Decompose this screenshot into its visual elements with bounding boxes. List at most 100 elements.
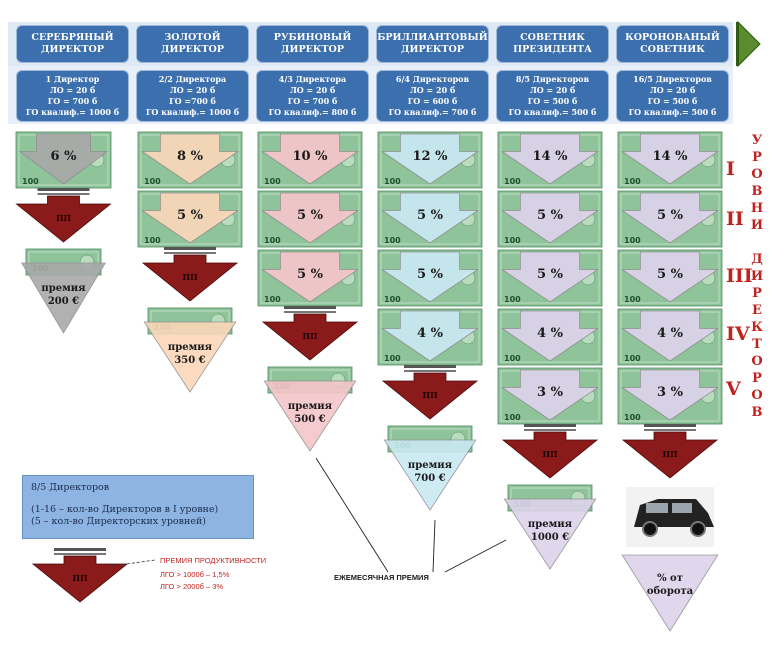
productivity-line-2: ЛГО > 2000б – 3% [160, 582, 224, 591]
banknote-value: 100 [264, 177, 281, 186]
premium-label: % от [657, 573, 683, 584]
level-info-line: 4/3 Директора [278, 74, 347, 84]
level-percent: 5 % [537, 267, 564, 282]
callout-line [444, 539, 507, 573]
banknote-value: 100 [144, 177, 161, 186]
percent-arrow [620, 192, 720, 244]
level-info-line: ЛО = 20 б [289, 85, 336, 95]
roman-level-1: I [726, 158, 735, 180]
level-percent: 4 % [657, 326, 684, 341]
legend-title: 8/5 Директоров [31, 482, 110, 493]
banknote-value: 100 [144, 236, 161, 245]
level-percent: 5 % [417, 208, 444, 223]
level-title-6: КОРОНОВАНЫЙ СОВЕТНИК [616, 25, 729, 63]
level-info-line: 16/5 Директоров [633, 74, 712, 84]
pp-label: ПП [72, 573, 88, 583]
percent-arrow [500, 369, 600, 421]
percent-arrow [620, 251, 720, 303]
percent-arrow [380, 251, 480, 303]
level-info-line: ГО квалиф.= 700 б [388, 107, 477, 117]
level-percent: 14 % [533, 149, 569, 164]
level-info-line: ГО = 700 б [47, 96, 98, 106]
level-percent: 12 % [413, 149, 449, 164]
level-title-1: СЕРЕБРЯНЫЙ ДИРЕКТОР [16, 25, 129, 63]
callout-line [432, 519, 436, 573]
level-info-line: ГО квалиф.= 1000 б [25, 107, 120, 117]
level-info-line: ГО квалиф.= 500 б [508, 107, 597, 117]
level-title-3: РУБИНОВЫЙ ДИРЕКТОР [256, 25, 369, 63]
level-info-line: ГО = 600 б [407, 96, 458, 106]
banknote-value: 100 [384, 236, 401, 245]
level-percent: 8 % [177, 149, 204, 164]
callout-line [315, 457, 389, 573]
premium-label: премия [41, 283, 86, 294]
premium-arrow [143, 321, 237, 393]
premium-label: премия [528, 519, 573, 530]
roman-level-2: II [726, 208, 744, 230]
premium-arrow [20, 262, 107, 334]
percent-arrow [18, 133, 109, 185]
level-percent: 4 % [417, 326, 444, 341]
level-percent: 5 % [657, 208, 684, 223]
level-info-line: ЛО = 20 б [169, 85, 216, 95]
pp-arrow: ПП [621, 424, 719, 479]
percent-arrow [380, 192, 480, 244]
premium-arrow [263, 380, 357, 452]
level-info-line: ЛО = 20 б [529, 85, 576, 95]
premium-amount: 200 € [48, 296, 79, 307]
banknote-value: 100 [504, 413, 521, 422]
percent-arrow [500, 310, 600, 362]
banknote-value: 100 [384, 177, 401, 186]
banknote-value: 100 [384, 354, 401, 363]
level-info-line: 1 Директор [45, 74, 100, 84]
percent-arrow [140, 192, 240, 244]
pp-arrow: ПП [15, 188, 112, 243]
level-title-2: ЗОЛОТОЙ ДИРЕКТОР [136, 25, 249, 63]
banknote-value: 100 [504, 295, 521, 304]
percent-arrow [620, 369, 720, 421]
level-percent: 3 % [657, 385, 684, 400]
roman-level-3: III [726, 265, 753, 287]
premium-amount: 350 € [174, 355, 205, 366]
car-image [626, 487, 714, 547]
level-info-line: ГО квалиф.= 800 б [268, 107, 357, 117]
roman-level-5: V [726, 378, 741, 400]
level-info-line: 6/4 Директоров [395, 74, 470, 84]
level-info-line: ГО = 500 б [527, 96, 578, 106]
percent-arrow [620, 310, 720, 362]
banknote-value: 100 [624, 177, 641, 186]
level-info-line: ГО = 700 б [287, 96, 338, 106]
banknote-value: 100 [624, 413, 641, 422]
banknote-value: 100 [504, 236, 521, 245]
level-info-line: ГО квалиф.= 1000 б [145, 107, 240, 117]
legend-box: 8/5 Директоров (1-16 – кол-во Директоров… [22, 475, 254, 539]
premium-amount: 1000 € [531, 532, 569, 543]
level-percent: 10 % [293, 149, 329, 164]
pp-label: ПП [542, 449, 558, 459]
banknote-value: 100 [624, 236, 641, 245]
premium-amount: 500 € [294, 414, 325, 425]
roman-level-4: IV [726, 323, 750, 345]
legend-line-1: (1-16 – кол-во Директоров в I уровне) [31, 504, 219, 515]
pp-arrow: ПП [381, 365, 479, 420]
level-info-line: ГО квалиф.= 500 б [628, 107, 717, 117]
percent-arrow [140, 133, 240, 185]
productivity-title: ПРЕМИЯ ПРОДУКТИВНОСТИ [160, 556, 267, 565]
percent-arrow [500, 133, 600, 185]
legend-line-2: (5 – кол-во Директорских уровней) [31, 516, 206, 527]
level-info-line: 2/2 Директора [158, 74, 227, 84]
pp-arrow: ПП [141, 247, 239, 302]
level-percent: 4 % [537, 326, 564, 341]
percent-arrow [500, 192, 600, 244]
premium-arrow [503, 498, 597, 570]
premium-label: премия [408, 460, 453, 471]
percent-arrow [500, 251, 600, 303]
level-info-line: ЛО = 20 б [649, 85, 696, 95]
